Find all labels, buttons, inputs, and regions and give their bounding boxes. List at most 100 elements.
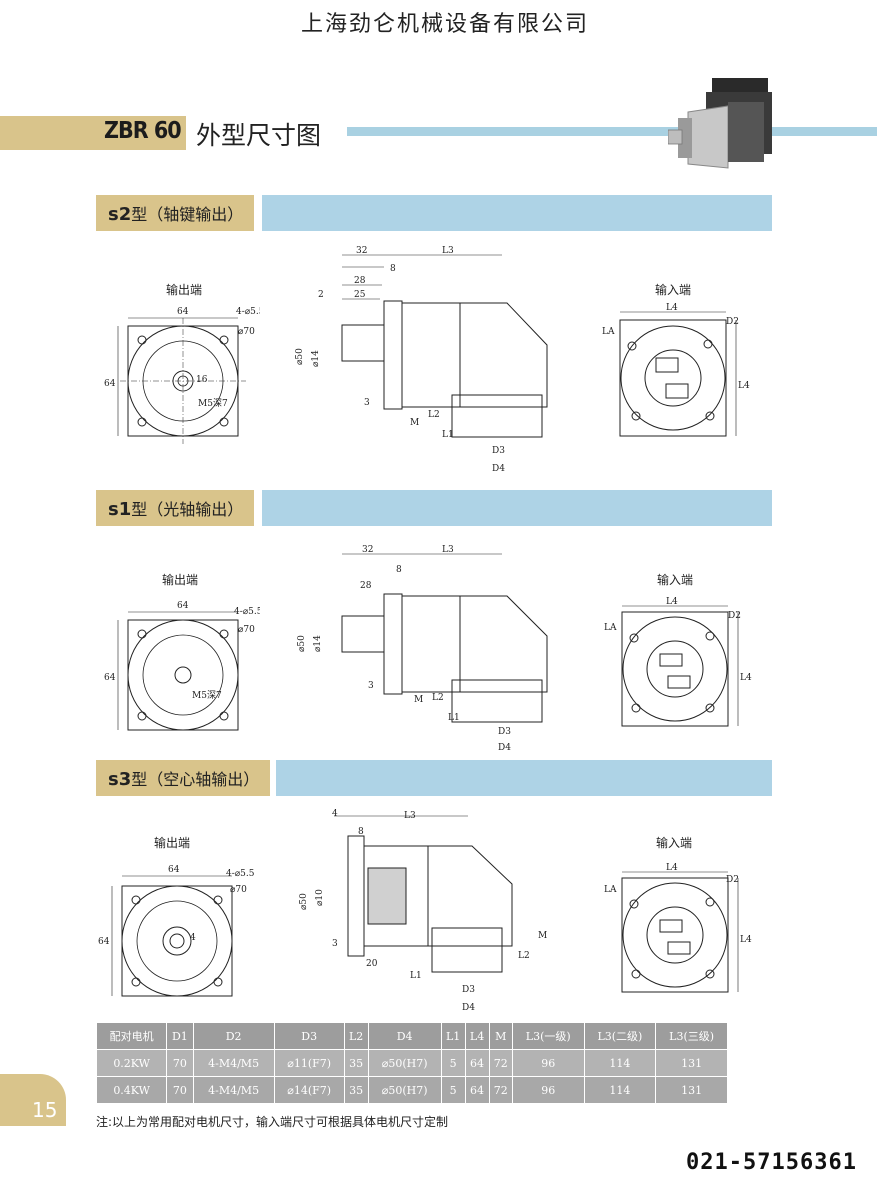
dim-4: 4: [332, 809, 338, 819]
dim-25: 25: [354, 290, 366, 300]
section-code: s3: [108, 769, 132, 790]
dim-d70: ⌀70: [238, 625, 255, 635]
s3-output-flange-drawing: 64 64 4-⌀5.5 ⌀70 4: [98, 865, 255, 997]
table-cell: 70: [166, 1076, 194, 1104]
dim-64-side: 64: [104, 673, 116, 683]
table-cell: 0.2KW: [95, 1049, 168, 1077]
section-header-s2: s2型（轴键输出）: [0, 195, 890, 231]
dim-d2: D2: [726, 875, 739, 885]
table-header-cell: 配对电机: [95, 1022, 168, 1050]
caption-input-end: 输入端: [657, 573, 694, 587]
s1-input-flange-drawing: L4 L4 D2 LA: [604, 597, 752, 727]
table-cell: 72: [488, 1049, 513, 1077]
dim-28: 28: [354, 276, 366, 286]
dim-l2: L2: [432, 693, 444, 703]
table-cell: 114: [583, 1076, 657, 1104]
section-blue-bar: [262, 490, 772, 526]
table-header-cell: M: [488, 1022, 513, 1050]
dim-phi10: ⌀10: [315, 889, 325, 906]
dim-l2: L2: [428, 410, 440, 420]
table-header-cell: L2: [343, 1022, 369, 1050]
section-header-s3: s3型（空心轴输出）: [0, 760, 890, 796]
dim-64-top: 64: [168, 865, 180, 875]
dim-phi50: ⌀50: [299, 893, 309, 910]
s3-side-view-drawing: 4 L3 8 3 20 M L2 L1 D3 D4 ⌀50 ⌀10: [299, 809, 547, 1013]
dim-l1: L1: [448, 713, 460, 723]
s2-side-view-drawing: 32 L3 8 28 25 2 3 M L2 L1 D3 D4 ⌀50 ⌀14: [295, 246, 548, 474]
footnote: 注:以上为常用配对电机尺寸，输入端尺寸可根据具体电机尺寸定制: [96, 1115, 449, 1129]
dim-2: 2: [318, 290, 324, 300]
dim-d2: D2: [728, 611, 741, 621]
company-name: 上海劲仑机械设备有限公司: [300, 12, 589, 37]
table-row: 0.2KW 70 4-M4/M5 ⌀11(F7) 35 ⌀50(H7) 5 64…: [95, 1049, 728, 1077]
dim-64-top: 64: [177, 307, 189, 317]
section-label: s2型（轴键输出）: [108, 201, 243, 225]
dim-m5: M5深7: [192, 690, 222, 701]
dim-8: 8: [396, 565, 402, 575]
dim-l3: L3: [404, 811, 416, 821]
dim-l2: L2: [518, 951, 530, 961]
table-cell: 70: [166, 1049, 194, 1077]
dim-l4-side: L4: [740, 935, 752, 945]
dim-holes: 4-⌀5.5: [236, 307, 260, 317]
dim-3: 3: [368, 681, 374, 691]
dim-l4-top: L4: [666, 597, 678, 607]
dim-64-side: 64: [98, 937, 110, 947]
title-blue-line: [347, 127, 877, 136]
section-label: s3型（空心轴输出）: [108, 766, 259, 790]
dim-l3: L3: [442, 545, 454, 555]
dim-d3: D3: [492, 446, 505, 456]
caption-output-end: 输出端: [162, 573, 199, 587]
dim-la: LA: [604, 623, 617, 633]
table-cell: 4-M4/M5: [192, 1076, 275, 1104]
section-desc: 型（空心轴输出）: [131, 770, 260, 789]
dim-la: LA: [604, 885, 617, 895]
dim-l1: L1: [442, 430, 454, 440]
table-header-cell: L3(三级): [655, 1022, 728, 1050]
dim-l1: L1: [410, 971, 422, 981]
dim-l4-top: L4: [666, 863, 678, 873]
table-row: 0.4KW 70 4-M4/M5 ⌀14(F7) 35 ⌀50(H7) 5 64…: [95, 1076, 728, 1104]
dim-d3: D3: [462, 985, 475, 995]
table-cell: ⌀14(F7): [273, 1076, 345, 1104]
caption-output-end: 输出端: [154, 836, 191, 850]
dim-20: 20: [366, 959, 378, 969]
section-label: s1型（光轴输出）: [108, 496, 243, 520]
table-cell: 72: [488, 1076, 513, 1104]
dim-d3: D3: [498, 727, 511, 737]
dim-holes: 4-⌀5.5: [226, 869, 255, 879]
dim-d4: D4: [462, 1003, 475, 1013]
table-cell: ⌀50(H7): [367, 1049, 442, 1077]
table-cell: ⌀11(F7): [273, 1049, 345, 1077]
dim-64-side: 64: [104, 379, 116, 389]
dim-phi14: ⌀14: [313, 635, 323, 652]
section-gold-block: [96, 490, 254, 526]
table-cell: 131: [655, 1076, 728, 1104]
section-blue-bar: [262, 195, 772, 231]
table-header-cell: L4: [464, 1022, 490, 1050]
title-text: 外型尺寸图: [196, 121, 322, 150]
dim-d2: D2: [726, 317, 739, 327]
dim-l4-side: L4: [738, 381, 750, 391]
dim-l4-top: L4: [666, 303, 678, 313]
s2-output-flange-drawing: 64 64 4-⌀5.5 ⌀70 M5深7 16: [104, 307, 260, 444]
table-cell: 64: [464, 1049, 490, 1077]
table-cell: 5: [440, 1076, 466, 1104]
section-desc: 型（光轴输出）: [131, 500, 244, 519]
spec-table: 配对电机 D1 D2 D3 L2 D4 L1 L4 M L3(一级) L3(二级…: [95, 1022, 728, 1104]
table-cell: 114: [583, 1049, 657, 1077]
phone-number: 021-57156361: [686, 1150, 857, 1175]
dim-m5: M5深7: [198, 398, 228, 409]
page-number-tab: [0, 1074, 66, 1126]
s1-output-flange-drawing: 64 64 4-⌀5.5 ⌀70 M5深7: [104, 601, 260, 731]
dim-32: 32: [356, 246, 367, 256]
section-blue-bar: [276, 760, 772, 796]
table-header-cell: L1: [440, 1022, 466, 1050]
dim-8: 8: [358, 827, 364, 837]
section-desc: 型（轴键输出）: [131, 205, 244, 224]
dim-3: 3: [364, 398, 370, 408]
dim-m: M: [538, 931, 547, 941]
dim-32: 32: [362, 545, 373, 555]
table-header-cell: L3(一级): [511, 1022, 585, 1050]
title-gold-block: [0, 116, 186, 150]
